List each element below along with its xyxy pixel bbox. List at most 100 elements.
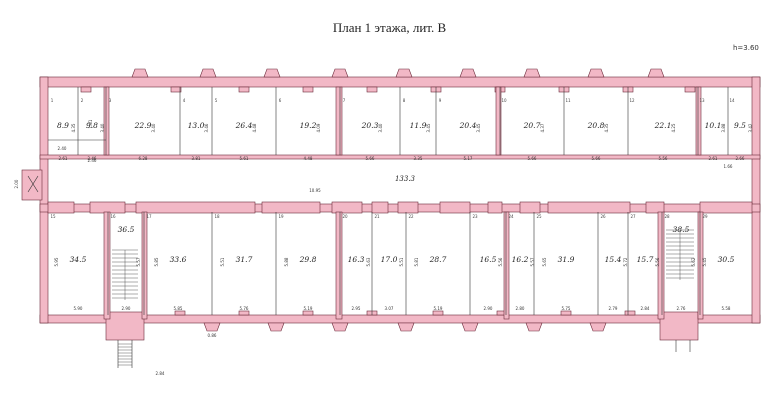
corridor-wall-segment (487, 201, 503, 214)
pilaster-bottom (238, 310, 250, 316)
outer-wall-top (39, 76, 761, 88)
thick-wall-bottom (335, 211, 343, 320)
stair-projection-left (105, 311, 145, 341)
pilaster-bottom (560, 310, 572, 316)
room-side-dim-bottom: 5.88 (284, 257, 289, 266)
room-bottom-dim-bottom: 5.19 (304, 306, 313, 311)
room-side-dim-bottom: 5.85 (154, 257, 159, 266)
room-bottom-dim-top: 3.35 (414, 156, 423, 161)
room-area-bottom: 16.3 (348, 255, 365, 264)
room-side-dim-top: 3.40 (151, 123, 156, 132)
room-area-top: 20.7 (523, 121, 541, 130)
room-number-top: 4 (183, 98, 186, 103)
room-area-bottom: 28.7 (429, 255, 447, 264)
room-area-bottom: 30.5 (718, 255, 735, 264)
room-area-bottom: 29.8 (299, 255, 317, 264)
room-number-top: 11 (565, 98, 571, 103)
room-side-dim-top: 3.42 (748, 123, 753, 132)
room-number-bottom: 27 (630, 214, 636, 219)
room-area-bottom: 34.5 (70, 255, 87, 264)
pilaster-top (302, 86, 314, 93)
room-area-bottom: 36.5 (118, 225, 135, 234)
room-number-bottom: 23 (472, 214, 478, 219)
room-area-bottom: 16.2 (512, 255, 529, 264)
corridor-wall-segment (261, 201, 321, 214)
pilaster-bottom (432, 310, 444, 316)
room-bottom-dim-bottom: 2.80 (516, 306, 525, 311)
room-number-bottom: 16 (110, 214, 116, 219)
room-bottom-dim-top: 2.46 (88, 156, 97, 161)
room-side-dim-top: 3.45 (426, 123, 431, 132)
window-bay-top (587, 68, 605, 78)
corridor-wall-segment (699, 201, 753, 214)
corridor-length: 10.95 (309, 188, 321, 193)
misc-dim: 2.46 (88, 158, 97, 163)
room-side-dim-bottom: 5.45 (702, 257, 707, 266)
room-number-top: 2 (81, 98, 84, 103)
corridor-area: 133.3 (395, 175, 416, 183)
pilaster-top (366, 86, 378, 93)
corridor-wall-segment (47, 201, 75, 214)
page-title: План 1 этажа, лит. В (332, 20, 447, 35)
outer-wall-right (751, 76, 761, 324)
window-bay-bottom (461, 322, 479, 332)
room-number-top: 10 (501, 98, 507, 103)
window-bay-top (331, 68, 349, 78)
room-side-dim-bottom: 5.95 (54, 257, 59, 266)
height-mark: h=3.60 (733, 44, 759, 52)
room-bottom-dim-bottom: 5.76 (240, 306, 249, 311)
room-side-dim-bottom: 5.51 (399, 257, 404, 266)
entrance-dim: 2.00 (14, 179, 19, 188)
room-side-dim-top: 3.40 (378, 123, 383, 132)
pilaster-bottom (174, 310, 186, 316)
room-number-top: 5 (215, 98, 218, 103)
corridor-wall-segment (371, 201, 389, 214)
room-bottom-dim-top: 3.81 (192, 156, 201, 161)
window-bay-top (647, 68, 665, 78)
room-side-dim-top: 4.37 (540, 123, 545, 132)
pilaster-top (80, 86, 92, 93)
room-bottom-dim-top: 5.61 (240, 156, 249, 161)
thick-wall-top (695, 86, 702, 156)
room-area-top: 22.9 (134, 121, 152, 130)
room-area-top: 8.9 (57, 121, 69, 130)
room-area-top: 22.1 (654, 121, 672, 130)
thick-wall-top (103, 86, 110, 156)
thick-wall-top (495, 86, 502, 156)
corridor-wall-segment (547, 201, 631, 214)
room-side-dim-bottom: 5.57 (136, 257, 141, 266)
room-number-top: 14 (729, 98, 735, 103)
room-number-bottom: 29 (702, 214, 708, 219)
room-bottom-dim-top: 5.56 (659, 156, 668, 161)
room-number-top: 3 (109, 98, 112, 103)
room-bottom-dim-bottom: 5.19 (434, 306, 443, 311)
corridor-wall-segment (439, 201, 471, 214)
room-side-dim-top: 4.35 (71, 123, 76, 132)
room-side-dim-bottom: 5.56 (498, 257, 503, 266)
window-bay-top (523, 68, 541, 78)
room-number-top: 8 (403, 98, 406, 103)
room-bottom-dim-top: 2.61 (709, 156, 718, 161)
misc-dim: 1.66 (724, 164, 733, 169)
misc-dim: 1.81 (88, 119, 93, 128)
room-side-dim-top: 4.48 (252, 123, 257, 132)
window-bay-bottom (267, 322, 285, 332)
walls (21, 68, 761, 341)
corridor-wall-segment (397, 201, 419, 214)
porch-dim: 2.84 (156, 371, 165, 376)
outer-wall-bottom (39, 314, 761, 324)
room-number-bottom: 28 (664, 214, 670, 219)
room-side-dim-bottom: 5.65 (542, 257, 547, 266)
window-bay-bottom (331, 322, 349, 332)
room-bottom-dim-bottom: 5.85 (174, 306, 183, 311)
room-area-top: 20.3 (361, 121, 379, 130)
room-bottom-dim-top: 5.66 (592, 156, 601, 161)
room-bottom-dim-top: 5.66 (366, 156, 375, 161)
room-bottom-dim-bottom: 2.90 (484, 306, 493, 311)
pilaster-bottom (302, 310, 314, 316)
room-side-dim-bottom: 5.81 (414, 257, 419, 266)
room-bottom-dim-top: 4.48 (304, 156, 313, 161)
window-bay-bottom (203, 322, 221, 332)
room-area-bottom: 15.4 (605, 255, 622, 264)
